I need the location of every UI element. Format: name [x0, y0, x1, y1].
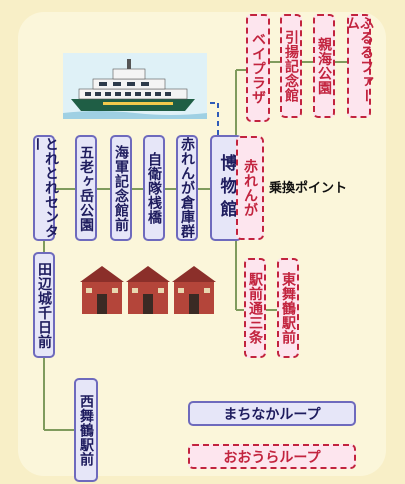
- legend-machinaka-loop: まちなかループ: [188, 401, 356, 426]
- stop-label: 引揚記念館: [283, 29, 299, 103]
- stop-ekimae-dori-sanjo[interactable]: 駅前通三条: [244, 258, 266, 358]
- stop-higashi-maizuru-station[interactable]: 東舞鶴駅前: [277, 258, 299, 358]
- ferry-illustration: [63, 53, 207, 119]
- stop-shinkai-park[interactable]: 親海公園: [313, 14, 335, 118]
- stop-akarenga-transfer[interactable]: 赤れんが: [236, 136, 264, 240]
- stop-label: とれとれセンター: [29, 137, 59, 239]
- stop-tanabe-castle[interactable]: 田辺城千日前: [33, 252, 55, 358]
- brick-warehouse-illustration: [80, 266, 216, 314]
- stop-naval-memorial[interactable]: 海軍記念館前: [110, 135, 132, 241]
- stop-label: ベイプラザ: [250, 31, 266, 105]
- stop-label: 田辺城千日前: [36, 261, 52, 349]
- stop-label: 自衛隊桟橋: [146, 151, 162, 225]
- stop-museum[interactable]: 博物館: [210, 135, 242, 241]
- stop-label: 駅前通三条: [247, 271, 263, 345]
- legend-oura-loop: おおうらループ: [188, 444, 356, 469]
- stop-red-brick-warehouses[interactable]: 赤れんが倉庫群: [176, 135, 198, 241]
- stop-label: 博物館: [216, 153, 237, 223]
- stop-torere-center[interactable]: とれとれセンター: [29, 135, 59, 241]
- stop-bay-plaza[interactable]: ベイプラザ: [246, 14, 270, 122]
- stop-nishi-maizuru-station[interactable]: 西舞鶴駅前: [74, 378, 98, 482]
- stop-repatriation-memorial[interactable]: 引揚記念館: [280, 14, 302, 118]
- stop-label: 西舞鶴駅前: [78, 393, 94, 467]
- stop-sdf-pier[interactable]: 自衛隊桟橋: [143, 135, 165, 241]
- stop-gorogatake-park[interactable]: 五老ヶ岳公園: [75, 135, 97, 241]
- stop-label: 赤れんが倉庫群: [179, 137, 195, 239]
- stop-label: 東舞鶴駅前: [280, 271, 296, 345]
- stop-label: 親海公園: [316, 37, 332, 95]
- stop-label: 海軍記念館前: [113, 144, 129, 232]
- stop-label: 赤れんが: [242, 159, 258, 217]
- transfer-point-label: 乗換ポイント: [269, 181, 348, 196]
- stop-label: ふるるファーム: [344, 16, 374, 103]
- stop-furusato-farm[interactable]: ふるるファーム: [344, 14, 374, 118]
- stop-label: 五老ヶ岳公園: [78, 144, 94, 232]
